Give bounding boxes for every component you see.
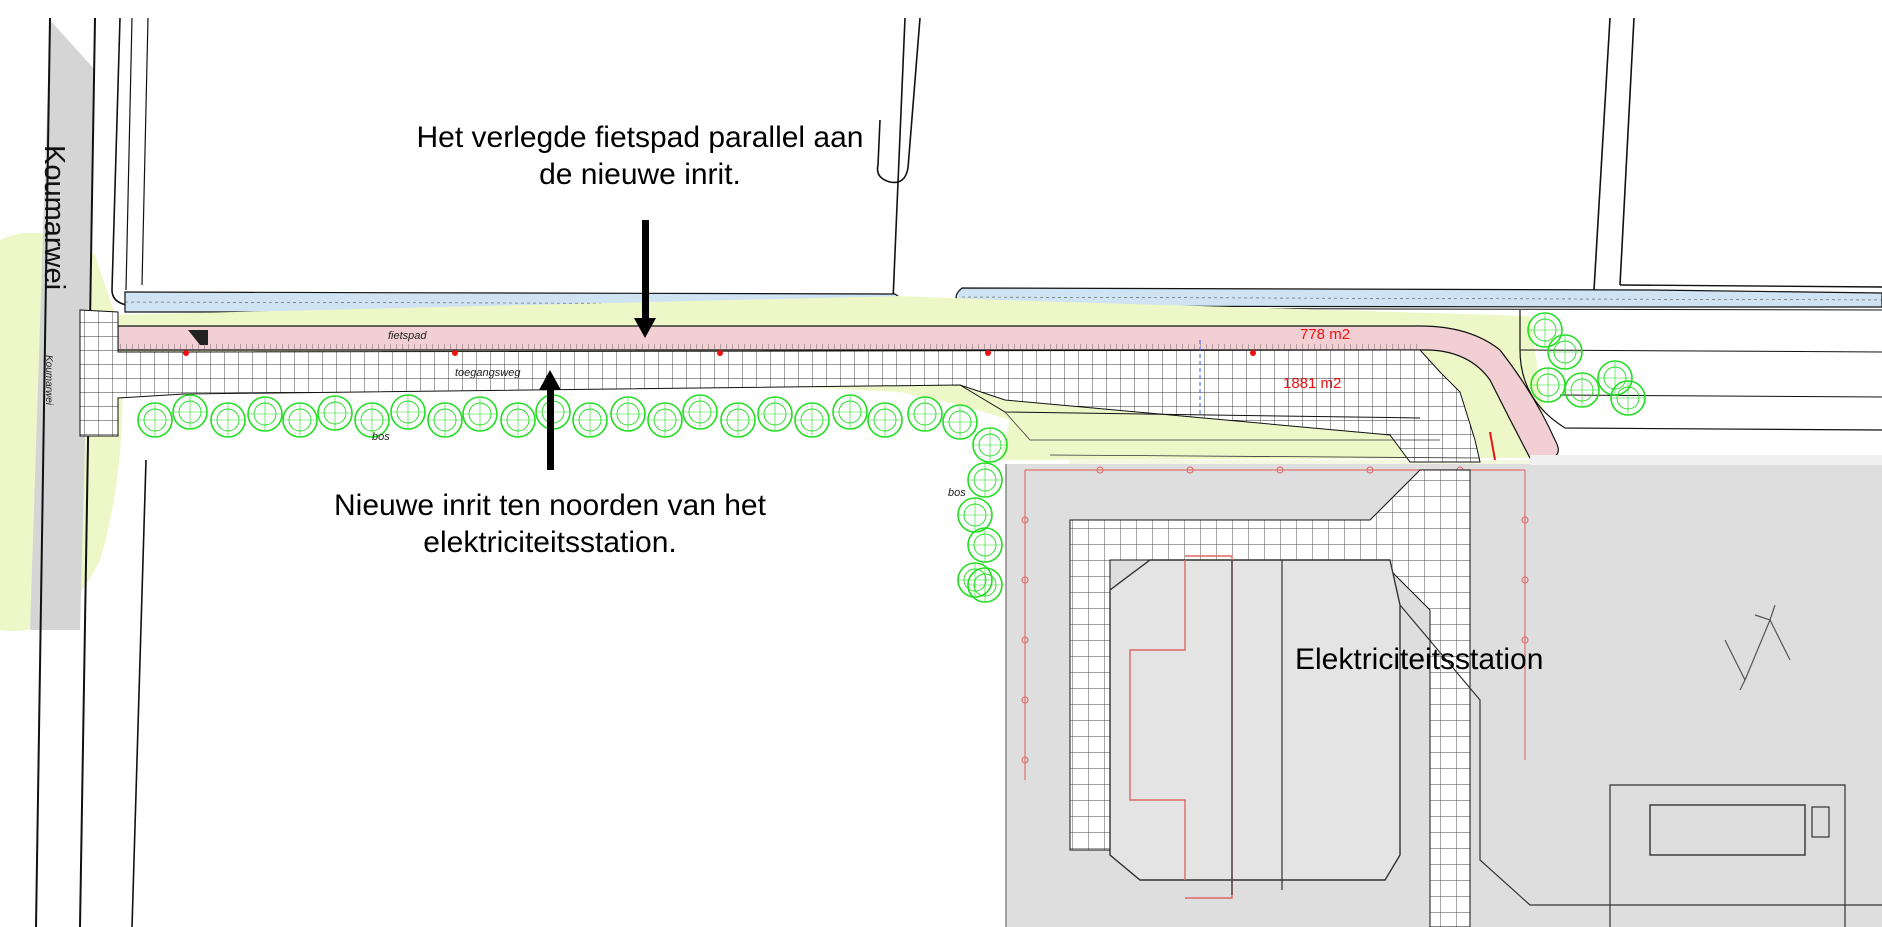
koumarwei-road (30, 20, 95, 630)
label-area-inrit: 1881 m2 (1283, 375, 1341, 392)
caption-inrit-line2: elektriciteitsstation. (423, 525, 677, 559)
label-koumarwei-small: Koumarwei (43, 355, 54, 406)
caption-inrit: Nieuwe inrit ten noorden van het elektri… (290, 488, 810, 561)
caption-fietspad-line2: de nieuwe inrit. (539, 157, 741, 191)
caption-inrit-line1: Nieuwe inrit ten noorden van het (334, 489, 766, 522)
station-paving (1069, 469, 1471, 927)
caption-station: Elektriciteitsstation (1295, 643, 1544, 676)
arrow-to-fietspad-icon (634, 220, 656, 338)
caption-fietspad-line1: Het verlegde fietspad parallel aan (416, 121, 864, 154)
caption-fietspad: Het verlegde fietspad parallel aan de ni… (360, 120, 920, 193)
tree-group-east (1527, 312, 1646, 416)
arrow-to-inrit-icon (539, 370, 561, 470)
label-bos-left: bos (372, 431, 390, 443)
fietspad-strip (117, 325, 1559, 459)
label-area-fietspad: 778 m2 (1300, 326, 1350, 343)
label-toegangsweg: toegangsweg (455, 367, 521, 379)
inrit-paving (79, 309, 1481, 463)
label-bos-right: bos (948, 487, 966, 499)
station-building (1109, 559, 1401, 881)
label-fietspad: fietspad (388, 330, 427, 342)
north-arrow-icon (1724, 604, 1791, 691)
label-koumarwei: Koumarwei (38, 145, 70, 290)
